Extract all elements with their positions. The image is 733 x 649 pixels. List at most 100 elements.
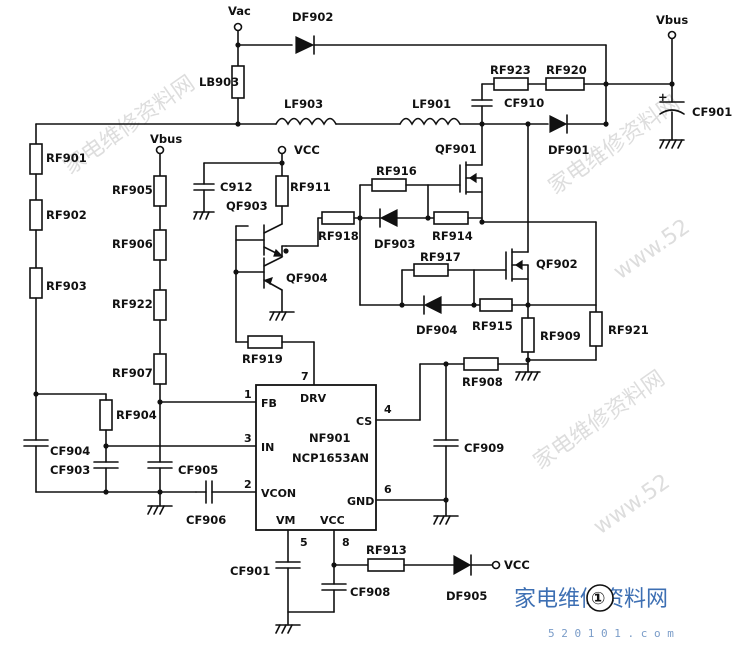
mosfet-qf902: QF902: [473, 123, 578, 306]
diode-df904: [423, 296, 442, 314]
lf901-label: LF901: [412, 97, 451, 111]
pin-1-num: 1: [244, 388, 252, 401]
pin-vm-name: VM: [276, 514, 295, 527]
resistor-rf918: [321, 211, 355, 225]
pin-fb-name: FB: [261, 397, 277, 410]
resistor-rf920: [545, 77, 585, 91]
driver-row: RF918 DF903 RF914: [285, 208, 597, 313]
rf919-label: RF919: [242, 352, 283, 366]
cs-gnd: CF909: [375, 361, 504, 525]
resistor-rf922: [153, 289, 167, 321]
watermark-cn: 家电维修资料网: [529, 366, 670, 475]
df902-label: DF902: [292, 10, 333, 24]
current-sense: RF909 RF921 RF908: [419, 304, 649, 389]
qf904-label: QF904: [286, 271, 328, 285]
resistor-rf907: [153, 353, 167, 385]
vbus-left-label: Vbus: [150, 132, 182, 146]
gate-network-qf901: RF916: [359, 164, 431, 221]
resistor-rf908: [463, 357, 499, 371]
cf910-label: CF910: [504, 96, 544, 110]
qf903-label: QF903: [226, 199, 268, 213]
ic-part: NCP1653AN: [292, 451, 369, 465]
cf906-label: CF906: [186, 513, 226, 527]
resistor-rf903: [29, 267, 43, 299]
lf903-label: LF903: [284, 97, 323, 111]
rf911-label: RF911: [290, 180, 331, 194]
inductor-lf901: [399, 117, 461, 126]
brand-url: 5 2 0 1 0 1 . c o m: [548, 627, 674, 640]
input-divider: RF901 RF902 RF903 CF904: [23, 143, 197, 495]
rf905-label: RF905: [112, 183, 153, 197]
vcc-bottom-label: VCC: [504, 558, 530, 572]
resistor-rf909: [521, 317, 535, 353]
bulk-output: Vbus + CF901: [656, 13, 732, 149]
rf913-label: RF913: [366, 543, 407, 557]
watermark-url: www.52: [609, 215, 695, 285]
vbus-divider: Vbus RF905 RF906 RF922 RF907 CF905: [112, 132, 257, 515]
pin-2-num: 2: [244, 478, 252, 491]
totem-pole: VCC C912 RF911 QF903 QF904: [193, 143, 331, 386]
rf921-label: RF921: [608, 323, 649, 337]
rf908-label: RF908: [462, 375, 503, 389]
rf906-label: RF906: [112, 237, 153, 251]
diode-df901: [549, 115, 568, 133]
pin-4-num: 4: [384, 403, 392, 416]
ic-body: [255, 384, 377, 531]
c912-label: C912: [220, 180, 252, 194]
snubber: CF910 RF923 RF920: [471, 63, 673, 125]
pin-5-num: 5: [300, 536, 308, 549]
pin-drv-name: DRV: [300, 392, 327, 405]
resistor-rf919: [247, 335, 283, 349]
rf909-label: RF909: [540, 329, 581, 343]
resistor-rf923: [493, 77, 529, 91]
rf904-label: RF904: [116, 408, 157, 422]
rf922-label: RF922: [112, 297, 153, 311]
rf914-label: RF914: [432, 229, 473, 243]
resistor-rf902: [29, 199, 43, 231]
inductor-lf903: [275, 117, 337, 126]
rf903-label: RF903: [46, 279, 87, 293]
resistor-rf914: [433, 211, 469, 225]
cf909-label: CF909: [464, 441, 504, 455]
resistor-rf917: [413, 263, 449, 277]
rf902-label: RF902: [46, 208, 87, 222]
rf915-label: RF915: [472, 319, 513, 333]
cf903-label: CF903: [50, 463, 90, 477]
mosfet-qf901: QF901: [427, 123, 483, 223]
vac-net-label: Vac: [228, 4, 251, 18]
rf907-label: RF907: [112, 366, 153, 380]
watermark-url: www.52: [589, 470, 675, 540]
pin-vcon-name: VCON: [261, 487, 296, 500]
lb903-label: LB903: [199, 75, 239, 89]
diode-df905: [453, 554, 472, 576]
input-filter: RF904 CF903: [50, 393, 257, 493]
pin-7-num: 7: [301, 370, 309, 383]
brand-circled: ①: [591, 589, 605, 609]
df901-label: DF901: [548, 143, 589, 157]
qf902-label: QF902: [536, 257, 578, 271]
cf901-bulk-label: CF901: [692, 105, 732, 119]
resistor-rf906: [153, 229, 167, 261]
rf923-label: RF923: [490, 63, 531, 77]
resistor-rf915: [479, 298, 513, 312]
cf901-vm-label: CF901: [230, 564, 270, 578]
rf917-label: RF917: [420, 250, 461, 264]
vcc-net-label: VCC: [294, 143, 320, 157]
resistor-rf916: [371, 178, 407, 192]
rf901-label: RF901: [46, 151, 87, 165]
resistor-rf921: [589, 311, 603, 347]
rf916-label: RF916: [376, 164, 417, 178]
qf901-label: QF901: [435, 142, 477, 156]
pfc-rail: LF903 LF901 DF901: [35, 97, 609, 157]
vcon-cap: CF906: [186, 480, 257, 527]
ic-nf901: NF901 NCP1653AN FB IN VCON DRV CS GND VM…: [244, 370, 392, 549]
resistor-rf911: [275, 175, 289, 207]
ic-ref: NF901: [309, 431, 351, 445]
vbus-net-label: Vbus: [656, 13, 688, 27]
pin-cs-name: CS: [356, 415, 372, 428]
brand-logo: 家电维修资料网 ① 5 2 0 1 0 1 . c o m: [512, 578, 726, 640]
resistor-rf913: [367, 558, 405, 572]
df905-label: DF905: [446, 589, 487, 603]
resistor-rf904: [99, 399, 113, 431]
